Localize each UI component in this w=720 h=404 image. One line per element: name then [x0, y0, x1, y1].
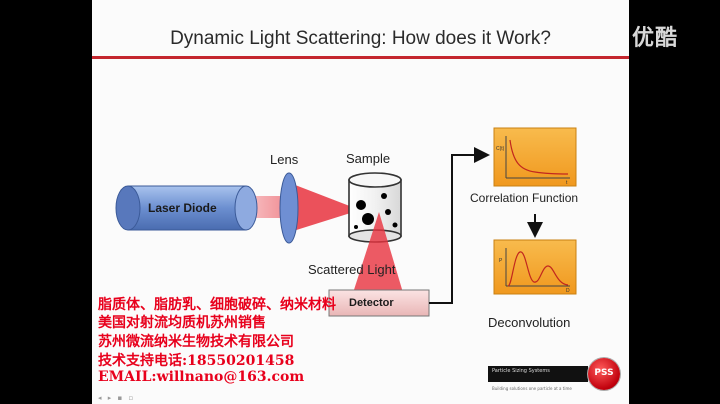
slide-nav-controls[interactable]: ◂ ▸ ▪ ▫ [98, 394, 136, 402]
deconvolution-y-label: P [499, 258, 503, 264]
laser-diode [115, 185, 258, 231]
particle [362, 213, 374, 225]
overlay-line-1: 脂质体、脂肪乳、细胞破碎、纳米材料 [98, 297, 336, 313]
logo-text: PSS [594, 368, 614, 378]
deconvolution-panel [493, 239, 577, 295]
particle [356, 200, 366, 210]
detector-arrow [429, 147, 490, 304]
video-watermark: 优酷 [632, 26, 679, 51]
focused-beam [290, 183, 360, 232]
distribution-curve [507, 251, 569, 287]
slide-title: Dynamic Light Scattering: How does it Wo… [170, 28, 551, 49]
particle [385, 209, 391, 215]
deconvolution-label: Deconvolution [488, 315, 571, 330]
overlay-line-2: 美国对射流均质机苏州销售 [98, 315, 266, 331]
correlation-label: Correlation Function [470, 191, 579, 205]
correlation-curve [509, 139, 569, 175]
correlation-y-label: C(t) [496, 146, 505, 152]
pss-logo: PSS [588, 358, 620, 390]
correlation-panel [493, 127, 577, 187]
title-divider [92, 56, 629, 59]
scattered-light-label: Scattered Light [308, 262, 396, 277]
scattered-light-beam [352, 212, 404, 296]
footer-company: Particle Sizing Systems [492, 368, 550, 374]
sample-label: Sample [346, 151, 391, 166]
particle [354, 225, 358, 229]
particle [392, 222, 398, 228]
lens [279, 172, 299, 244]
particle [381, 193, 387, 199]
overlay-line-5: EMAIL:willnano@163.com [98, 369, 305, 385]
laser-diode-label: Laser Diode [148, 201, 217, 215]
deconvolution-x-label: D [566, 288, 570, 294]
overlay-line-4: 技术支持电话:18550201458 [98, 353, 295, 369]
detector-label: Detector [349, 297, 394, 309]
correlation-x-label: t [566, 180, 568, 186]
footer-tagline: Building solutions one particle at a tim… [492, 386, 572, 391]
footer-banner [488, 366, 588, 382]
lens-label: Lens [270, 152, 299, 167]
overlay-line-3: 苏州微流纳米生物技术有限公司 [98, 334, 294, 350]
